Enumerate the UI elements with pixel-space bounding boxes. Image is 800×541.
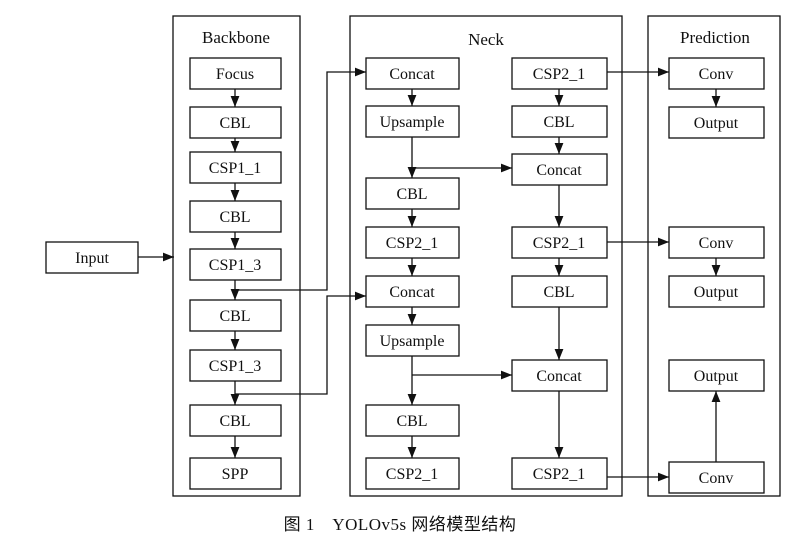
neck-upsample-2-box bbox=[365, 324, 460, 357]
neck-title: Neck bbox=[468, 30, 504, 49]
input-box bbox=[45, 241, 139, 274]
neck-csp2-1c-label: CSP2_1 bbox=[533, 66, 585, 83]
backbone-to-neck-arrow bbox=[235, 67, 366, 291]
pred-output-3-label: Output bbox=[694, 368, 739, 385]
neck-concat-1-label: Concat bbox=[389, 66, 435, 83]
input-label: Input bbox=[75, 250, 109, 267]
neck-concat-2-box bbox=[365, 275, 460, 308]
backbone-title: Backbone bbox=[202, 28, 270, 47]
neck-concat-2-label: Concat bbox=[389, 284, 435, 301]
figure-caption: 图 1 YOLOv5s 网络模型结构 bbox=[284, 515, 517, 534]
neck-csp2-1c-box bbox=[511, 57, 608, 90]
neck-concat-3-label: Concat bbox=[536, 162, 582, 179]
neck-csp2-1e-box bbox=[511, 457, 608, 490]
backbone-cbl-2-label: CBL bbox=[219, 209, 250, 226]
neck-upsample-1-label: Upsample bbox=[380, 114, 445, 131]
neck-cbl-1-label: CBL bbox=[396, 186, 427, 203]
neck-cbl-2-box bbox=[365, 404, 460, 437]
pred-conv-3-label: Conv bbox=[699, 470, 734, 487]
neck-cbl-4-box bbox=[511, 275, 608, 308]
neck-cbl-2-label: CBL bbox=[396, 413, 427, 430]
backbone-to-neck-arrow bbox=[235, 291, 366, 395]
backbone-csp1-3b-box bbox=[189, 349, 282, 382]
neck-csp2-1e-label: CSP2_1 bbox=[533, 466, 585, 483]
backbone-csp1-1-label: CSP1_1 bbox=[209, 160, 261, 177]
pred-output-2-box bbox=[668, 275, 765, 308]
neck-concat-3-box bbox=[511, 153, 608, 186]
neck-csp2-1a-box bbox=[365, 226, 460, 259]
pred-conv-2-box bbox=[668, 226, 765, 259]
neck-concat-1-box bbox=[365, 57, 460, 90]
pred-conv-2-label: Conv bbox=[699, 235, 734, 252]
pred-conv-1-label: Conv bbox=[699, 66, 734, 83]
backbone-cbl-1-label: CBL bbox=[219, 115, 250, 132]
backbone-cbl-4-box bbox=[189, 404, 282, 437]
neck-cbl-1-box bbox=[365, 177, 460, 210]
neck-cbl-3-box bbox=[511, 105, 608, 138]
backbone-csp1-3a-label: CSP1_3 bbox=[209, 257, 261, 274]
neck-csp2-1a-label: CSP2_1 bbox=[386, 235, 438, 252]
pred-output-1-box bbox=[668, 106, 765, 139]
backbone-spp-box bbox=[189, 457, 282, 490]
backbone-focus-label: Focus bbox=[216, 66, 254, 83]
neck-cbl-4-label: CBL bbox=[543, 284, 574, 301]
neck-concat-4-label: Concat bbox=[536, 368, 582, 385]
prediction-panel bbox=[647, 15, 781, 497]
prediction-title: Prediction bbox=[680, 28, 750, 47]
pred-output-1-label: Output bbox=[694, 115, 739, 132]
backbone-cbl-4-label: CBL bbox=[219, 413, 250, 430]
neck-panel bbox=[349, 15, 623, 497]
pred-output-2-label: Output bbox=[694, 284, 739, 301]
backbone-csp1-3b-label: CSP1_3 bbox=[209, 358, 261, 375]
neck-upsample-2-label: Upsample bbox=[380, 333, 445, 350]
neck-csp2-1b-label: CSP2_1 bbox=[386, 466, 438, 483]
neck-csp2-1d-label: CSP2_1 bbox=[533, 235, 585, 252]
backbone-cbl-3-label: CBL bbox=[219, 308, 250, 325]
neck-cbl-3-label: CBL bbox=[543, 114, 574, 131]
backbone-spp-label: SPP bbox=[222, 466, 249, 483]
